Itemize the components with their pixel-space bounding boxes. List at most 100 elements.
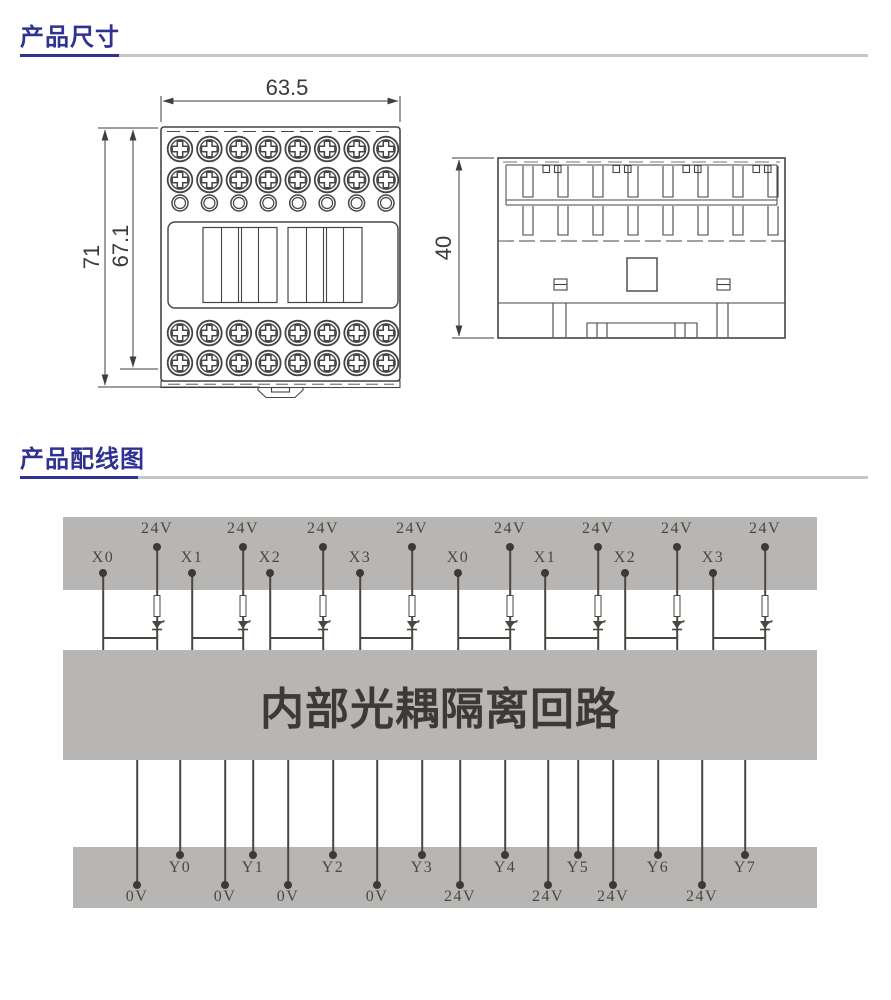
divider-accent-2 bbox=[20, 476, 138, 479]
resistor-symbol bbox=[594, 595, 602, 617]
front-view-drawing bbox=[160, 126, 401, 399]
connection-dot bbox=[188, 569, 196, 577]
connection-dot bbox=[501, 851, 509, 859]
input-terminal-label: X2 bbox=[613, 549, 637, 566]
height-outer-value: 71 bbox=[79, 245, 104, 269]
power-terminal-label: 24V bbox=[395, 520, 429, 537]
connection-dot bbox=[761, 543, 769, 551]
resistor-symbol bbox=[673, 595, 681, 617]
connection-dot bbox=[133, 881, 141, 889]
wire-line bbox=[701, 760, 703, 885]
dimension-height-inner: 67.1 bbox=[108, 129, 158, 370]
input-terminal-label: X3 bbox=[348, 549, 372, 566]
connection-dot bbox=[329, 851, 337, 859]
wire-line bbox=[179, 760, 181, 855]
connection-dot bbox=[99, 569, 107, 577]
power-terminal-label: 24V bbox=[226, 520, 260, 537]
led-icon bbox=[402, 618, 422, 643]
wire-line bbox=[657, 760, 659, 855]
connection-dot bbox=[506, 543, 514, 551]
output-terminal-label: Y1 bbox=[241, 859, 265, 876]
wire-line bbox=[287, 760, 289, 885]
wire-line bbox=[421, 760, 423, 855]
section-title-wiring: 产品配线图 bbox=[20, 446, 145, 473]
wire-line bbox=[577, 760, 579, 855]
dimension-height-outer: 71 bbox=[79, 127, 260, 388]
wire-line bbox=[224, 760, 226, 885]
output-terminal-label: Y3 bbox=[410, 859, 434, 876]
supply-terminal-label: 0V bbox=[125, 888, 149, 905]
connection-dot bbox=[609, 881, 617, 889]
bottom-terminal-band bbox=[73, 847, 817, 908]
power-terminal-label: 24V bbox=[306, 520, 340, 537]
wire-connector bbox=[458, 637, 510, 639]
resistor-symbol bbox=[408, 595, 416, 617]
wire-line bbox=[612, 760, 614, 885]
power-terminal-label: 24V bbox=[748, 520, 782, 537]
output-terminal-label: Y2 bbox=[321, 859, 345, 876]
resistor-symbol bbox=[153, 595, 161, 617]
connection-dot bbox=[456, 881, 464, 889]
wire-line bbox=[376, 760, 378, 885]
connection-dot bbox=[594, 543, 602, 551]
supply-terminal-label: 24V bbox=[531, 888, 565, 905]
top-terminal-band bbox=[63, 517, 817, 590]
wire-line bbox=[359, 573, 361, 650]
wire-line bbox=[191, 573, 193, 650]
led-icon bbox=[755, 618, 775, 643]
connection-dot bbox=[319, 543, 327, 551]
led-icon bbox=[500, 618, 520, 643]
connection-dot bbox=[541, 569, 549, 577]
dimension-side-height: 40 bbox=[431, 157, 494, 339]
connection-dot bbox=[249, 851, 257, 859]
led-icon bbox=[147, 618, 167, 643]
wire-connector bbox=[103, 637, 157, 639]
connection-dot bbox=[621, 569, 629, 577]
connection-dot bbox=[544, 881, 552, 889]
wire-connector bbox=[545, 637, 598, 639]
power-terminal-label: 24V bbox=[493, 520, 527, 537]
connection-dot bbox=[673, 543, 681, 551]
isolation-band: 内部光耦隔离回路 bbox=[63, 650, 817, 760]
output-terminal-label: Y0 bbox=[168, 859, 192, 876]
connection-dot bbox=[176, 851, 184, 859]
wire-line bbox=[269, 573, 271, 650]
input-terminal-label: X0 bbox=[446, 549, 470, 566]
connection-dot bbox=[418, 851, 426, 859]
wire-line bbox=[102, 573, 104, 650]
connector-slots bbox=[220, 227, 345, 303]
height-inner-value: 67.1 bbox=[108, 225, 133, 268]
connection-dot bbox=[408, 543, 416, 551]
wire-line bbox=[136, 760, 138, 885]
output-terminal-label: Y6 bbox=[646, 859, 670, 876]
connection-dot bbox=[153, 543, 161, 551]
wire-line bbox=[547, 760, 549, 885]
wire-line bbox=[457, 573, 459, 650]
supply-terminal-label: 24V bbox=[685, 888, 719, 905]
resistor-symbol bbox=[239, 595, 247, 617]
wire-connector bbox=[625, 637, 677, 639]
side-clip-marks bbox=[553, 278, 731, 291]
supply-terminal-label: 24V bbox=[596, 888, 630, 905]
supply-terminal-label: 0V bbox=[365, 888, 389, 905]
connection-dot bbox=[356, 569, 364, 577]
terminal-comb bbox=[522, 164, 779, 236]
side-bottom-rail bbox=[498, 302, 785, 337]
width-value: 63.5 bbox=[266, 75, 309, 100]
connection-dot bbox=[239, 543, 247, 551]
supply-terminal-label: 24V bbox=[443, 888, 477, 905]
input-terminal-label: X3 bbox=[701, 549, 725, 566]
led-icon bbox=[667, 618, 687, 643]
input-terminal-label: X1 bbox=[533, 549, 557, 566]
led-icon bbox=[233, 618, 253, 643]
wire-line bbox=[544, 573, 546, 650]
connection-dot bbox=[266, 569, 274, 577]
wire-line bbox=[459, 760, 461, 885]
isolation-label: 内部光耦隔离回路 bbox=[260, 685, 620, 734]
connection-dot bbox=[698, 881, 706, 889]
output-terminal-label: Y4 bbox=[493, 859, 517, 876]
wire-line bbox=[504, 760, 506, 855]
wire-line bbox=[624, 573, 626, 650]
